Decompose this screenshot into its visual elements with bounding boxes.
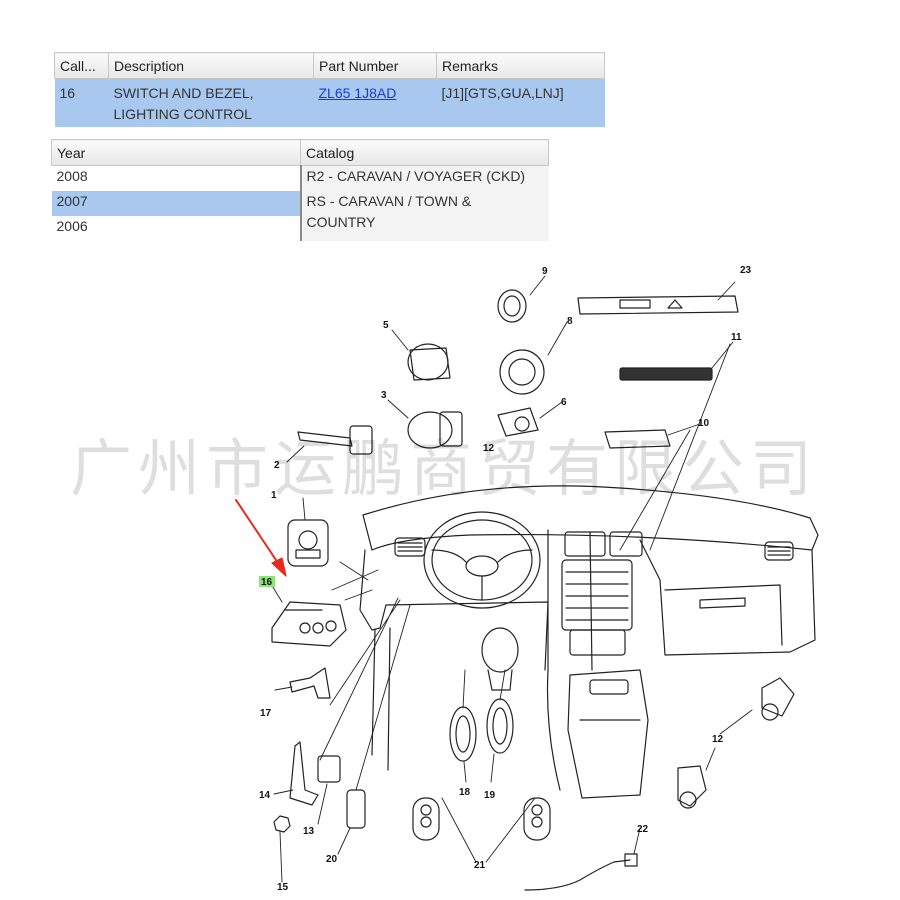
col-header-remarks[interactable]: Remarks — [436, 52, 605, 79]
part-16-switch-bezel — [271, 601, 347, 647]
part-10-switch — [604, 429, 671, 449]
year-cell[interactable]: 2006 — [56, 218, 88, 234]
callout-label[interactable]: 15 — [277, 882, 289, 893]
callout-label[interactable]: 14 — [259, 790, 271, 801]
part-21-switches — [412, 797, 551, 841]
cell-part-number: ZL65 1J8AD — [313, 78, 437, 127]
part-18-switch — [449, 706, 477, 762]
part-22-harness — [524, 853, 638, 891]
callout-label[interactable]: 22 — [637, 824, 649, 835]
highlight-arrow — [235, 499, 287, 577]
part-17-bracket — [289, 667, 331, 699]
callout-label[interactable]: 20 — [326, 854, 338, 865]
callout-label-selected[interactable]: 16 — [261, 577, 273, 588]
parts-diagram: 1 2 3 5 6 8 9 10 11 12 12 13 14 15 16 17… — [235, 265, 819, 893]
part-number-link[interactable]: ZL65 1J8AD — [318, 85, 397, 101]
center-stack — [561, 559, 633, 656]
year-catalog-table: Year Catalog 2008 R2 - CARAVAN / VOYAGER… — [51, 139, 549, 241]
cell-remarks: [J1][GTS,GUA,LNJ] — [436, 78, 605, 127]
callout-labels: 1 2 3 5 6 8 9 10 11 12 12 13 14 15 16 17… — [259, 265, 752, 893]
callout-label[interactable]: 18 — [459, 787, 471, 798]
callout-label[interactable]: 23 — [740, 265, 752, 276]
callout-label[interactable]: 6 — [561, 397, 567, 408]
col-header-year[interactable]: Year — [51, 139, 301, 166]
callout-label[interactable]: 12 — [483, 443, 495, 454]
parts-table: Call... Description Part Number Remarks … — [54, 52, 605, 127]
watermark: 广州市运鹏商贸有限公司 — [70, 432, 819, 505]
part-9-ring — [497, 289, 527, 323]
catalog-cell[interactable]: R2 - CARAVAN / VOYAGER (CKD) — [299, 165, 549, 191]
floor-console — [567, 669, 649, 799]
callout-label[interactable]: 8 — [567, 316, 573, 327]
callout-label[interactable]: 10 — [698, 418, 710, 429]
year-row[interactable]: 2006 — [52, 216, 549, 241]
part-2-stalk — [297, 425, 373, 455]
callout-label[interactable]: 9 — [542, 266, 548, 277]
leader-lines — [270, 275, 753, 883]
callout-label[interactable]: 3 — [381, 390, 387, 401]
part-15-nut — [273, 815, 291, 833]
catalog-cell[interactable]: RS - CARAVAN / TOWN & COUNTRY — [299, 191, 549, 241]
part-20-connector — [346, 789, 366, 829]
callout-label[interactable]: 19 — [484, 790, 496, 801]
part-19-switch — [486, 698, 514, 754]
callout-label[interactable]: 13 — [303, 826, 315, 837]
year-cell[interactable]: 2007 — [51, 191, 301, 216]
col-header-part-number[interactable]: Part Number — [313, 52, 437, 79]
part-14-bracket — [289, 741, 319, 806]
year-catalog-header: Year Catalog — [51, 139, 549, 166]
callout-label[interactable]: 17 — [260, 708, 272, 719]
year-cell[interactable]: 2008 — [56, 168, 88, 184]
year-row-selected[interactable]: 2007 RS - CARAVAN / TOWN & COUNTRY — [51, 191, 549, 241]
col-header-catalog[interactable]: Catalog — [300, 139, 549, 166]
callout-label[interactable]: 12 — [712, 734, 724, 745]
steering-wheel — [423, 511, 541, 609]
cell-call: 16 — [54, 78, 109, 127]
callout-label[interactable]: 5 — [383, 320, 389, 331]
parts-table-header: Call... Description Part Number Remarks — [54, 52, 605, 79]
part-12-sensors — [677, 677, 795, 809]
callout-highlight — [259, 576, 275, 587]
part-11-strip — [619, 367, 713, 381]
col-header-description[interactable]: Description — [108, 52, 314, 79]
part-23-panel — [577, 295, 739, 315]
callout-label[interactable]: 2 — [274, 460, 280, 471]
part-6-bracket — [497, 407, 539, 437]
part-1-switch — [287, 519, 329, 567]
table-row[interactable]: 16 SWITCH AND BEZEL, LIGHTING CONTROL ZL… — [54, 78, 605, 127]
cell-description: SWITCH AND BEZEL, LIGHTING CONTROL — [108, 78, 314, 127]
part-3-clockspring — [407, 411, 463, 449]
part-8-clockspring — [499, 349, 545, 395]
dashboard-illustration — [359, 485, 819, 799]
callout-label[interactable]: 11 — [731, 332, 742, 343]
part-13-relay — [317, 755, 341, 783]
col-header-call[interactable]: Call... — [54, 52, 109, 79]
part-5-module — [407, 343, 451, 381]
callout-label[interactable]: 21 — [474, 860, 486, 871]
air-vents — [394, 531, 794, 561]
year-row[interactable]: 2008 R2 - CARAVAN / VOYAGER (CKD) — [52, 165, 549, 191]
callout-label[interactable]: 1 — [271, 490, 277, 501]
